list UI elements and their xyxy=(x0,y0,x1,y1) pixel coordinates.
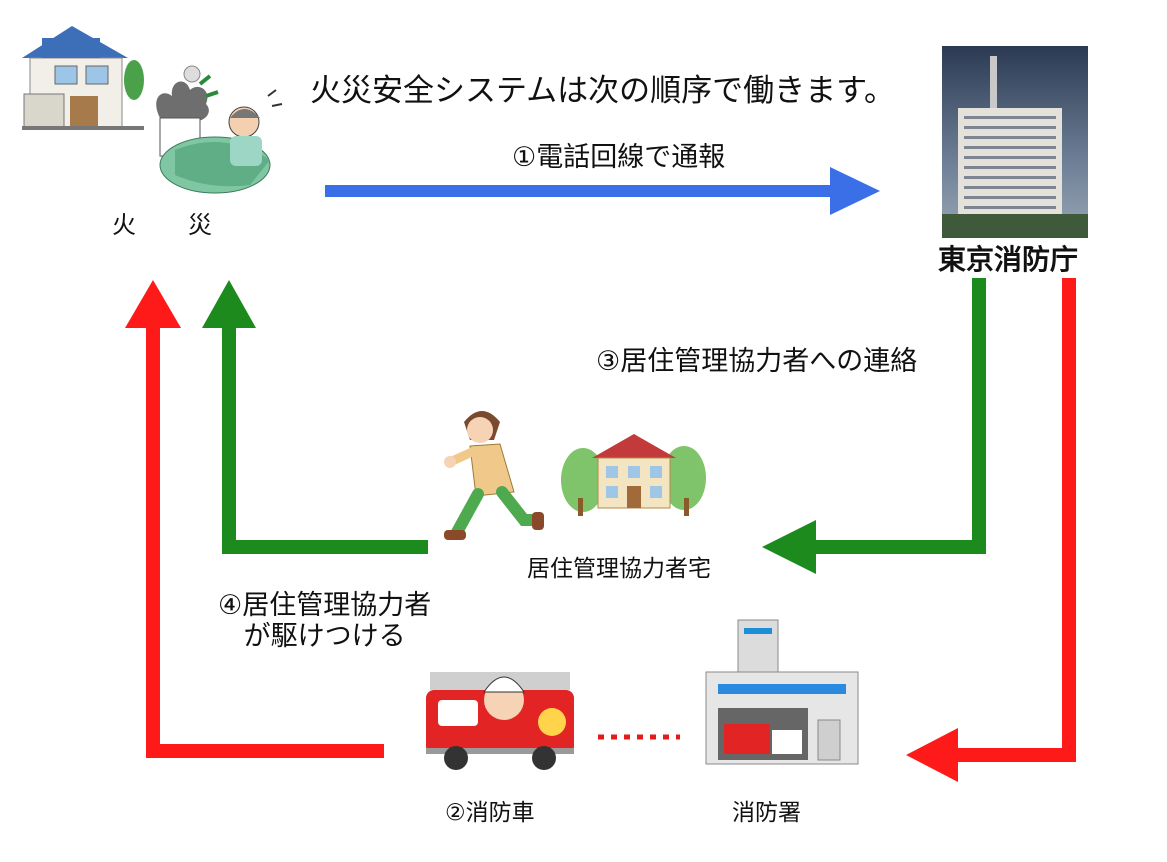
tfd-label: 東京消防庁 xyxy=(938,243,1079,276)
step3-label: ③居住管理協力者への連絡 xyxy=(596,346,918,377)
fire-station-illustration xyxy=(705,619,859,765)
step1-label: ①電話回線で通報 xyxy=(512,142,726,173)
fire-alarm-illustration xyxy=(156,65,283,194)
resident-house-label: 居住管理協力者宅 xyxy=(527,556,711,582)
step4-line1: ④居住管理協力者 xyxy=(218,590,432,621)
arrow-step3-green xyxy=(762,278,986,574)
arrow-step4-green xyxy=(202,280,428,554)
arrow-dispatch-red xyxy=(906,278,1076,782)
house-illustration xyxy=(22,26,144,130)
fire-engine-illustration xyxy=(426,672,574,770)
fire-station-label: 消防署 xyxy=(732,800,801,826)
arrow-step2-red xyxy=(125,280,384,758)
diagram-title: 火災安全システムは次の順序で働きます。 xyxy=(310,73,895,109)
resident-house-illustration xyxy=(561,434,706,516)
fire-label: 火 災 xyxy=(112,211,226,239)
arrow-step1-blue xyxy=(325,167,880,215)
step4-line2: が駆けつける xyxy=(243,621,406,653)
step2-label: ②消防車 xyxy=(445,800,535,826)
runner-illustration xyxy=(444,411,544,540)
step4-label: ④居住管理協力者 が駆けつける xyxy=(218,590,431,652)
tfd-building-photo xyxy=(942,46,1088,238)
